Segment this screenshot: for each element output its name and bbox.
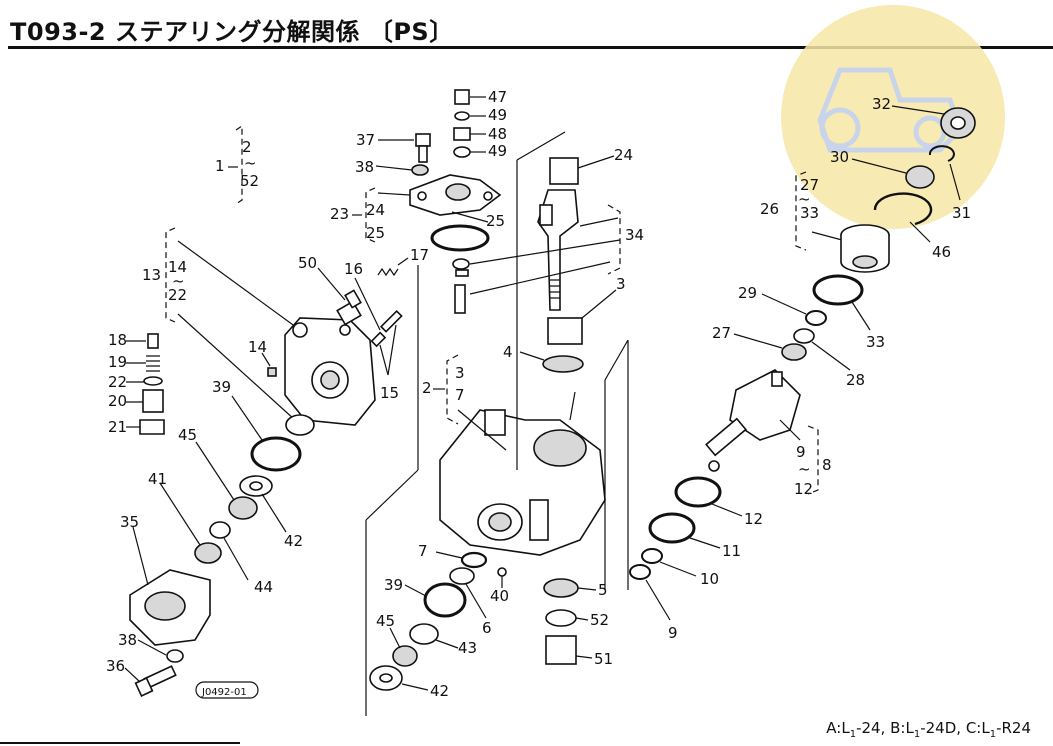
callout-4: 4 — [503, 343, 513, 361]
callout-42-center: 42 — [430, 682, 449, 700]
relief-valve-stack — [139, 333, 165, 435]
callout-25: 25 — [486, 212, 505, 230]
group-26-tilde: ~ — [798, 190, 811, 208]
group-23-label: 23 — [330, 205, 349, 223]
callout-37: 37 — [356, 131, 375, 149]
callout-39-left: 39 — [212, 378, 231, 396]
page-title: T093-2 ステアリング分解関係 〔PS〕 — [10, 18, 454, 46]
group-1-bottom: 52 — [240, 172, 259, 190]
callout-15: 15 — [380, 384, 399, 402]
callout-41: 41 — [148, 470, 167, 488]
callout-9: 9 — [668, 624, 678, 642]
callout-28: 28 — [846, 371, 865, 389]
callout-49-upper: 49 — [488, 106, 507, 124]
callout-16: 16 — [344, 260, 363, 278]
group-1-label: 1 — [215, 157, 225, 175]
callout-33: 33 — [866, 333, 885, 351]
model-a-rest: -24, — [856, 719, 886, 737]
callout-32: 32 — [872, 95, 891, 113]
steering-valve-body-part — [439, 409, 606, 556]
callout-45-left: 45 — [178, 426, 197, 444]
callout-27: 27 — [712, 324, 731, 342]
group-26-bottom: 33 — [800, 204, 819, 222]
group-8-top: 9 — [796, 443, 806, 461]
callout-7: 7 — [418, 542, 428, 560]
callout-35: 35 — [120, 513, 139, 531]
callout-39-center: 39 — [384, 576, 403, 594]
callout-19: 19 — [108, 353, 127, 371]
callout-21: 21 — [108, 418, 127, 436]
model-b-rest: -24D, — [920, 719, 962, 737]
callout-50: 50 — [298, 254, 317, 272]
group-1-tilde: ~ — [244, 154, 257, 172]
group-2-label: 2 — [422, 379, 432, 397]
callout-43: 43 — [458, 639, 477, 657]
model-applicability-note: A:L1-24, B:L1-24D, C:L1-R24 — [826, 719, 1031, 740]
title-underline — [8, 46, 1053, 49]
callout-44: 44 — [254, 578, 273, 596]
callout-6: 6 — [482, 619, 492, 637]
callout-18: 18 — [108, 331, 127, 349]
callout-12: 12 — [744, 510, 763, 528]
union-fitting-part — [336, 289, 362, 326]
group-8-bottom: 12 — [794, 480, 813, 498]
callout-36: 36 — [106, 657, 125, 675]
model-a-prefix: A:L — [826, 719, 850, 737]
callout-17: 17 — [410, 246, 429, 264]
bottom-rule — [0, 742, 240, 744]
piston-rod-part — [705, 369, 801, 472]
model-c-rest: -R24 — [996, 719, 1031, 737]
callout-51: 51 — [594, 650, 613, 668]
group-13-tilde: ~ — [172, 272, 185, 290]
group-23-top: 24 — [366, 201, 385, 219]
group-2-top: 3 — [455, 364, 465, 382]
callout-49-lower: 49 — [488, 142, 507, 160]
callout-34: 34 — [625, 226, 644, 244]
callout-5: 5 — [598, 581, 608, 599]
model-b-sub: 1 — [913, 729, 921, 740]
model-c-sub: 1 — [989, 729, 997, 740]
group-13-bottom: 22 — [168, 286, 187, 304]
cylinder-cap-part — [840, 224, 890, 273]
group-2-bottom: 7 — [455, 386, 465, 404]
model-c-prefix: C:L — [965, 719, 990, 737]
callout-30: 30 — [830, 148, 849, 166]
end-cover-part — [129, 569, 211, 646]
callout-11: 11 — [722, 542, 741, 560]
callout-52: 52 — [590, 611, 609, 629]
callout-40: 40 — [490, 587, 509, 605]
group-23-bottom: 25 — [366, 224, 385, 242]
callout-24-right: 24 — [614, 146, 633, 164]
model-a-sub: 1 — [849, 729, 857, 740]
model-b-prefix: B:L — [890, 719, 914, 737]
group-1-top: 2 — [242, 138, 252, 156]
callout-29: 29 — [738, 284, 757, 302]
flange-part — [409, 174, 502, 216]
callout-45-center: 45 — [376, 612, 395, 630]
group-26-top: 27 — [800, 176, 819, 194]
callout-22: 22 — [108, 373, 127, 391]
group-8-label: 8 — [822, 456, 832, 474]
group-13-top: 14 — [168, 258, 187, 276]
valve-housing-part — [284, 317, 376, 426]
callout-3: 3 — [616, 275, 626, 293]
callout-42-left: 42 — [284, 532, 303, 550]
drawing-reference: J0492-01 — [201, 687, 247, 698]
group-8-tilde: ~ — [798, 460, 811, 478]
callout-10: 10 — [700, 570, 719, 588]
callout-47: 47 — [488, 88, 507, 106]
callout-31: 31 — [952, 204, 971, 222]
callout-14: 14 — [248, 338, 267, 356]
watermark-logo — [781, 5, 1005, 229]
callout-38-upper: 38 — [355, 158, 374, 176]
callout-20: 20 — [108, 392, 127, 410]
callout-38-lower: 38 — [118, 631, 137, 649]
callout-48: 48 — [488, 125, 507, 143]
callout-46: 46 — [932, 243, 951, 261]
group-26-label: 26 — [760, 200, 779, 218]
group-13-label: 13 — [142, 266, 161, 284]
